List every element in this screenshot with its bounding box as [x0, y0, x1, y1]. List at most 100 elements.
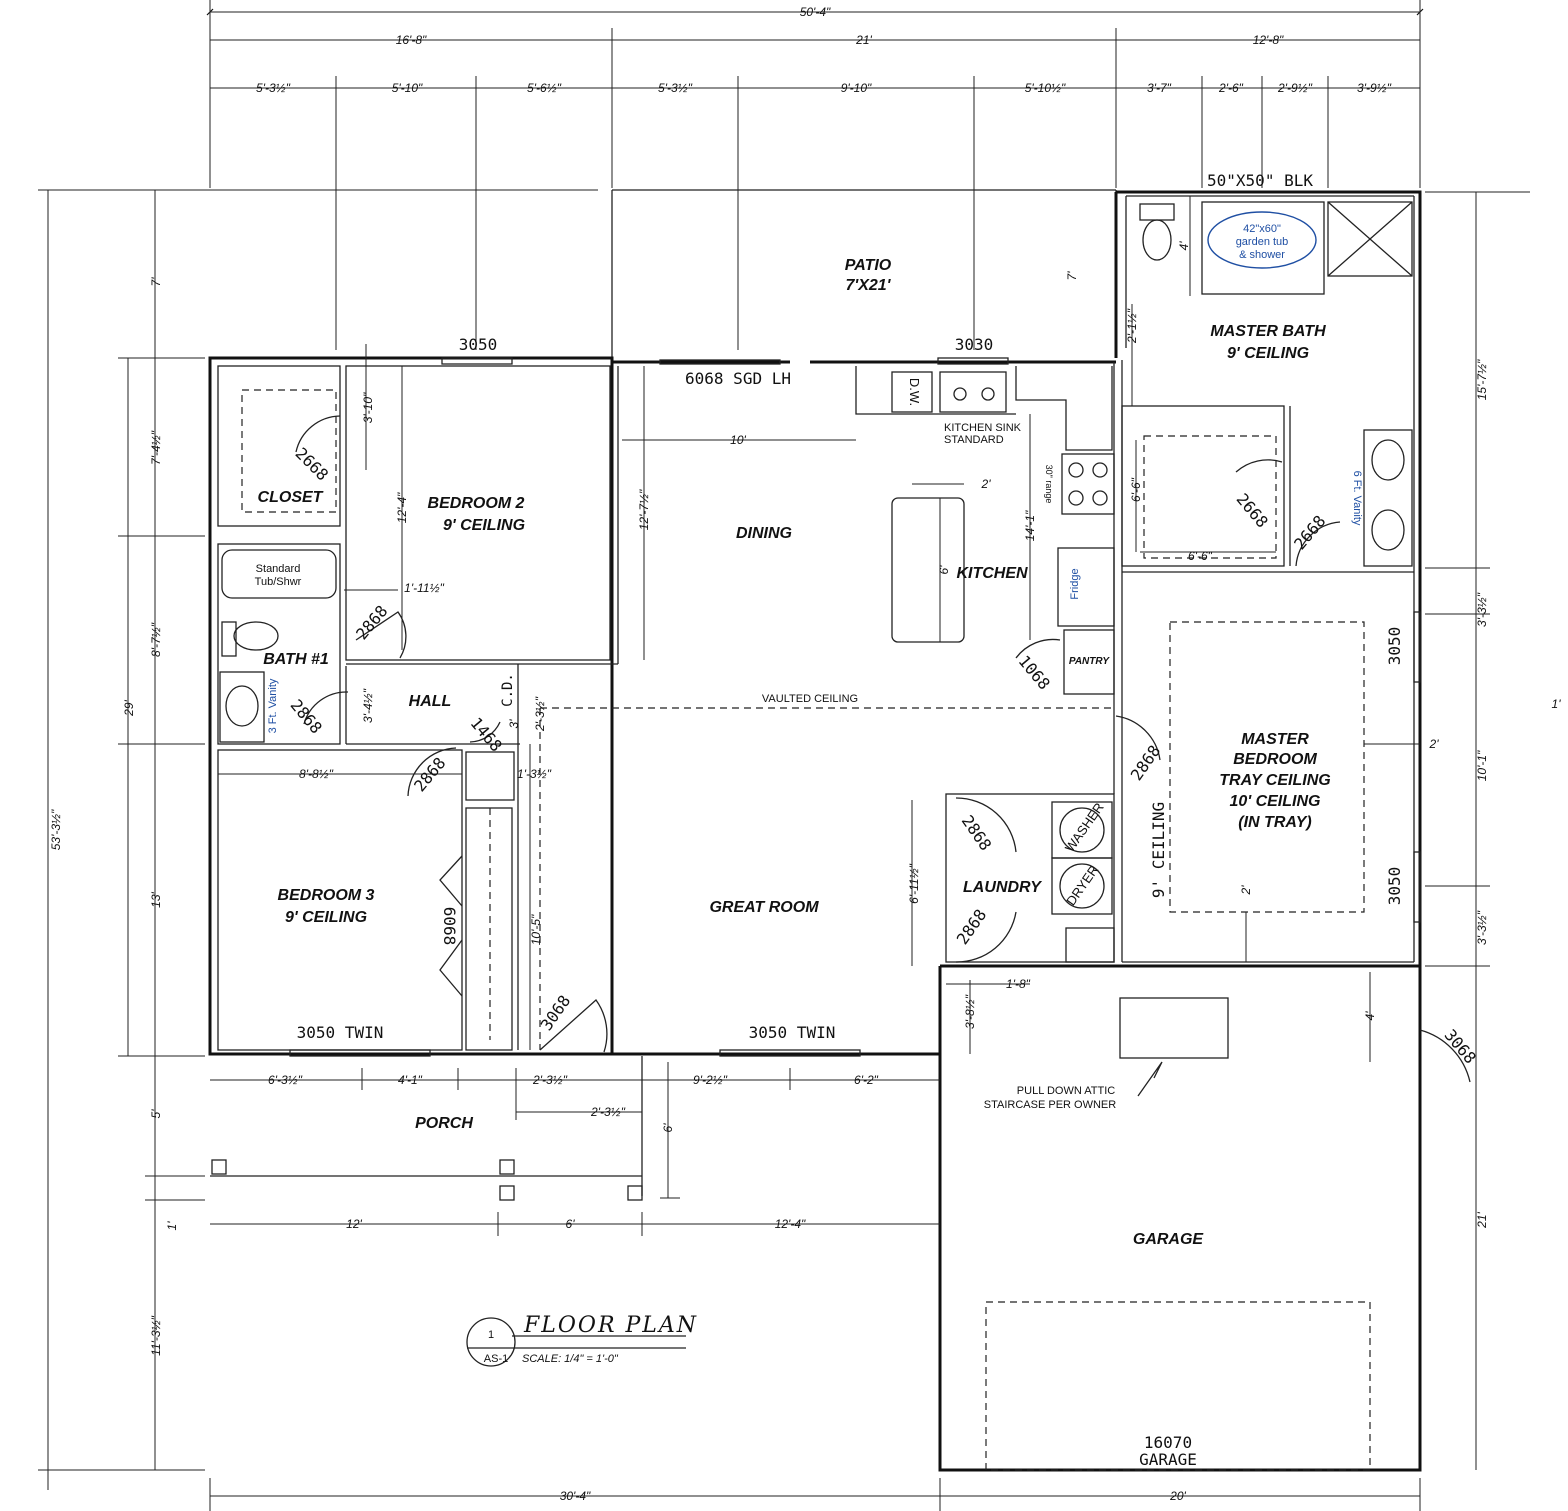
door-laundry-bot: 2868 [953, 906, 991, 948]
attic-label-2: STAIRCASE PER OWNER [984, 1099, 1116, 1111]
dw-label: D.W. [907, 378, 922, 406]
dim-top-det-5: 9'-10" [841, 81, 872, 95]
room-master-bath-ceiling: 9' CEILING [1227, 345, 1309, 362]
dim-porch-9: 12'-4" [775, 1217, 806, 1231]
door-pantry: 1068 [1015, 652, 1054, 694]
range-label: 30" range [1044, 465, 1054, 504]
dim-great-d: 10'-5" [529, 914, 543, 945]
dim-bottom-1: 30'-4" [560, 1489, 591, 1503]
dim-right-5: 21' [1475, 1211, 1489, 1228]
dim-mb-closet-d: 6'-6" [1129, 477, 1143, 502]
sheet-ref: AS-1 [484, 1353, 508, 1365]
room-master-bath: MASTER BATH [1210, 323, 1326, 340]
room-labels: PATIO 7'X21' MASTER BATH 9' CEILING CLOS… [258, 257, 1331, 1248]
dim-garage-a: 1'-8" [1006, 977, 1031, 991]
dim-left-inner-1: 7'-4½" [149, 430, 163, 465]
window-great: 3050 TWIN [749, 1023, 836, 1042]
dim-mb-closet-w: 6'-6" [1188, 549, 1213, 563]
dim-bed3-w: 8'-8½" [299, 767, 334, 781]
dim-dining-w: 10' [730, 433, 746, 447]
window-master-top: 3050 [1385, 627, 1404, 666]
porch: 6'-3½" 4'-1" 2'-3½" 9'-2½" 6'-2" 2'-3½" … [210, 1056, 940, 1236]
dashed-lines [241, 389, 1371, 1471]
dim-top-det-4: 5'-3½" [658, 81, 693, 95]
dim-top-det-6: 5'-10½" [1025, 81, 1066, 95]
dim-mbath-b: 4' [1177, 241, 1191, 251]
room-bedroom2: BEDROOM 2 [428, 495, 525, 512]
room-kitchen: KITCHEN [956, 565, 1028, 582]
dim-right-3: 10'-1" [1475, 750, 1489, 781]
window-master-bot: 3050 [1385, 867, 1404, 906]
dim-right-offset: 1' [1552, 697, 1562, 711]
room-bedroom3-ceiling: 9' CEILING [285, 909, 367, 926]
dim-porch-4: 9'-2½" [693, 1073, 728, 1087]
sheet-number: 1 [488, 1329, 494, 1341]
door-garage-side: 3068 [1441, 1026, 1480, 1068]
house-walls [208, 190, 1422, 1472]
dim-top-sec-3: 12'-8" [1253, 33, 1284, 47]
dim-laundry-d: 6'-11½" [907, 863, 921, 903]
room-laundry: LAUNDRY [963, 879, 1042, 896]
dim-left-inner-3: 13' [149, 891, 163, 907]
dim-bath-gap: 1'-11½" [404, 581, 444, 595]
dim-top-det-8: 2'-6" [1218, 81, 1244, 95]
dim-closet-depth: 3'-10" [361, 392, 375, 423]
dim-hall-d: 3'-4½" [361, 688, 375, 723]
right-dimensions: 15'-7½" 3'-3½" 10'-1" 3'-3½" 21' 1' [1425, 191, 1562, 1470]
door-mb-closet: 2668 [1233, 490, 1272, 532]
door-laundry-top: 2868 [958, 812, 996, 854]
dim-top-total: 50'-4" [800, 5, 831, 19]
room-bedroom3: BEDROOM 3 [278, 887, 375, 904]
vaulted-label: VAULTED CEILING [762, 693, 858, 705]
door-closet: 2668 [292, 444, 333, 485]
top-dimensions: 50'-4" 16'-8" 21' 12'-8" 5'-3½" 5'-10" 5… [38, 0, 1424, 350]
sink-label-1: KITCHEN SINK [944, 422, 1022, 434]
dim-left-inner-2: 8'-7½" [149, 622, 163, 657]
dryer-label: DRYER [1063, 863, 1101, 909]
dim-island-w: 2' [981, 477, 992, 491]
dim-garage-c: 4' [1363, 1011, 1377, 1021]
room-pantry: PANTRY [1069, 656, 1111, 667]
room-master-bedroom-1: MASTER [1241, 731, 1309, 748]
dim-island-l: 6' [937, 565, 951, 575]
door-bed3-closet: 6068 [440, 907, 459, 946]
dim-bed2-depth: 12'-4" [395, 492, 409, 523]
door-mbath: 2668 [1290, 512, 1329, 554]
dim-vault-a: 2'-3½" [533, 696, 547, 732]
dim-master-a: 2' [1429, 737, 1440, 751]
dim-right-2: 3'-3½" [1475, 592, 1489, 627]
door-bath1: 2868 [287, 696, 326, 738]
room-master-bedroom-4: 10' CEILING [1230, 793, 1321, 810]
dim-cd-d: 3' [507, 719, 521, 729]
room-patio-size: 7'X21' [846, 277, 892, 294]
dim-porch-5: 6'-2" [854, 1073, 879, 1087]
interior-dim-labels: 7' 3'-10" 12'-4" 1'-11½" 10' 12'-7½" 2' … [299, 241, 1439, 1029]
left-dimensions: 53'-3½" 7' 29' 5' 1' 11'-3½" 7'-4½" 8'-7… [38, 190, 205, 1490]
drawing-title: FLOOR PLAN [523, 1313, 698, 1338]
bath1-vanity-label: 3 Ft. Vanity [267, 678, 279, 733]
tub-label-1: 42"x60" [1243, 223, 1281, 235]
dim-left-sec-5: 11'-3½" [149, 1315, 163, 1355]
door-bed2: 2868 [352, 602, 391, 644]
dim-kitchen-d: 14'-1" [1023, 510, 1037, 541]
garden-tub [1207, 211, 1317, 269]
window-bed2: 3050 [459, 335, 498, 354]
master-vanity-label: 6 Ft. Vanity [1351, 471, 1363, 526]
dim-porch-depth: 6' [661, 1123, 675, 1133]
dim-porch-3: 2'-3½" [532, 1073, 568, 1087]
fridge-label: Fridge [1069, 568, 1081, 599]
room-dining: DINING [736, 525, 792, 542]
dim-top-det-2: 5'-10" [392, 81, 423, 95]
room-closet: CLOSET [258, 489, 324, 506]
dim-right-1: 15'-7½" [1475, 359, 1489, 400]
dim-left-total: 53'-3½" [49, 809, 63, 850]
dim-master-b: 2' [1239, 885, 1253, 896]
tub-shwr-2: Tub/Shwr [255, 576, 302, 588]
dim-top-det-7: 3'-7" [1147, 81, 1172, 95]
dim-porch-7: 12' [346, 1217, 362, 1231]
tub-label-2: garden tub [1236, 236, 1289, 248]
room-patio: PATIO [845, 257, 892, 274]
room-master-bedroom-2: BEDROOM [1233, 751, 1317, 768]
door-swings [295, 415, 1471, 1083]
